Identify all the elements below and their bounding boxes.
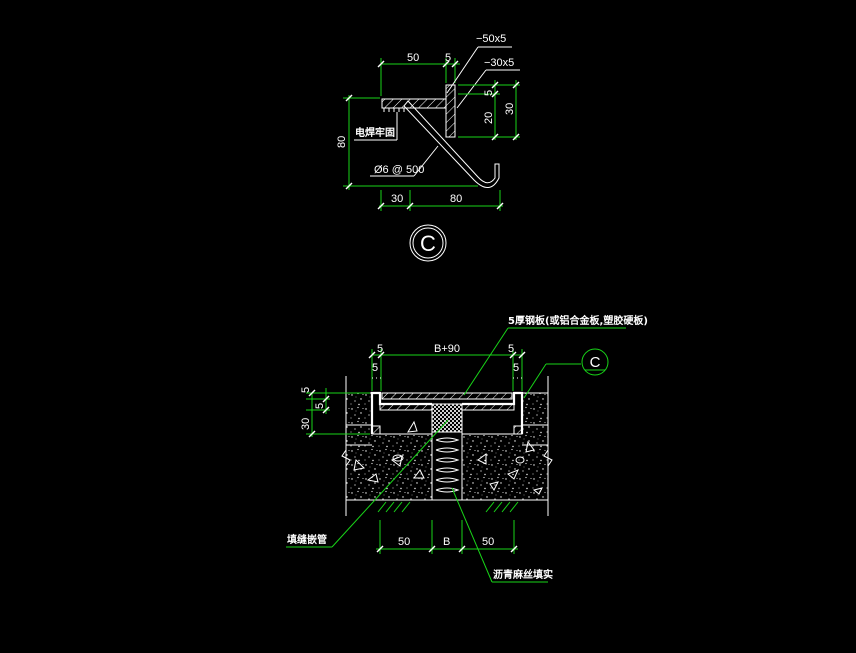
dim-top-50: 50 xyxy=(407,52,419,64)
ground-hatch xyxy=(377,501,519,513)
cover-plate xyxy=(381,392,513,400)
marker-top-label: C xyxy=(420,231,436,256)
dim-top-5: 5 xyxy=(445,52,451,64)
dim-b90: B+90 xyxy=(434,343,460,355)
label-weld: 电焊牢固 xyxy=(355,126,395,139)
aggregate-marks xyxy=(353,420,543,495)
dim-bottom-80: 80 xyxy=(450,193,462,205)
dim-right: 5 20 30 xyxy=(458,80,520,141)
dim-5-right-a: 5 xyxy=(508,343,514,355)
dim-bottom-30: 30 xyxy=(391,193,403,205)
dim-right-5: 5 xyxy=(483,90,495,96)
dim-bottom-b: B xyxy=(443,536,450,548)
section-marker-top xyxy=(409,224,447,262)
dim-left-5-a: 5 xyxy=(300,387,312,393)
label-plate-50x5: −50x5 xyxy=(476,33,506,45)
section-marker-bottom xyxy=(581,348,609,376)
dim-5-left-a: 5 xyxy=(377,343,383,355)
dim-left-30: 30 xyxy=(300,418,312,430)
dim-left: 80 xyxy=(336,94,478,190)
detail-top: 50 5 −50x5 −30x5 5 20 30 xyxy=(336,33,520,262)
weld-marks xyxy=(383,108,405,112)
asphalt-hemp-fill xyxy=(435,437,460,493)
joint-seal-top xyxy=(431,403,463,433)
label-asphalt-fill: 沥青麻丝填实 xyxy=(493,568,553,581)
dim-5-right-b: 5 xyxy=(513,362,519,374)
dim-bottom-50-left: 50 xyxy=(398,536,410,548)
dim-right-30: 30 xyxy=(504,103,516,115)
vertical-plate xyxy=(445,84,456,138)
label-cover-plate: 5厚钢板(或铝合金板,塑胶硬板) xyxy=(508,314,648,327)
dim-left-5-b: 5 xyxy=(314,403,326,409)
dim-bottom-bottom-row: 50 B 50 xyxy=(376,520,518,554)
horizontal-plate xyxy=(381,98,447,109)
dim-bottom-left-col: 5 5 30 xyxy=(300,387,370,438)
dim-5-left-b: 5 xyxy=(372,362,378,374)
dim-right-20: 20 xyxy=(483,112,495,124)
detail-bottom: 5 5 B+90 5 5 5 5 30 xyxy=(286,314,648,583)
label-filler-tube: 填缝嵌管 xyxy=(287,533,327,546)
label-anchor: Ø6 @ 500 xyxy=(374,164,424,176)
anchor-bar xyxy=(403,100,500,188)
dim-bottom-50-right: 50 xyxy=(482,536,494,548)
label-plate-30x5: −30x5 xyxy=(484,57,514,69)
dim-bottom-top-row: 5 5 B+90 5 5 xyxy=(368,343,526,391)
marker-bottom-label: C xyxy=(590,354,601,371)
dim-top: 50 5 xyxy=(377,52,460,96)
dim-bottom: 30 80 xyxy=(377,190,504,211)
dim-left-80: 80 xyxy=(336,136,348,148)
